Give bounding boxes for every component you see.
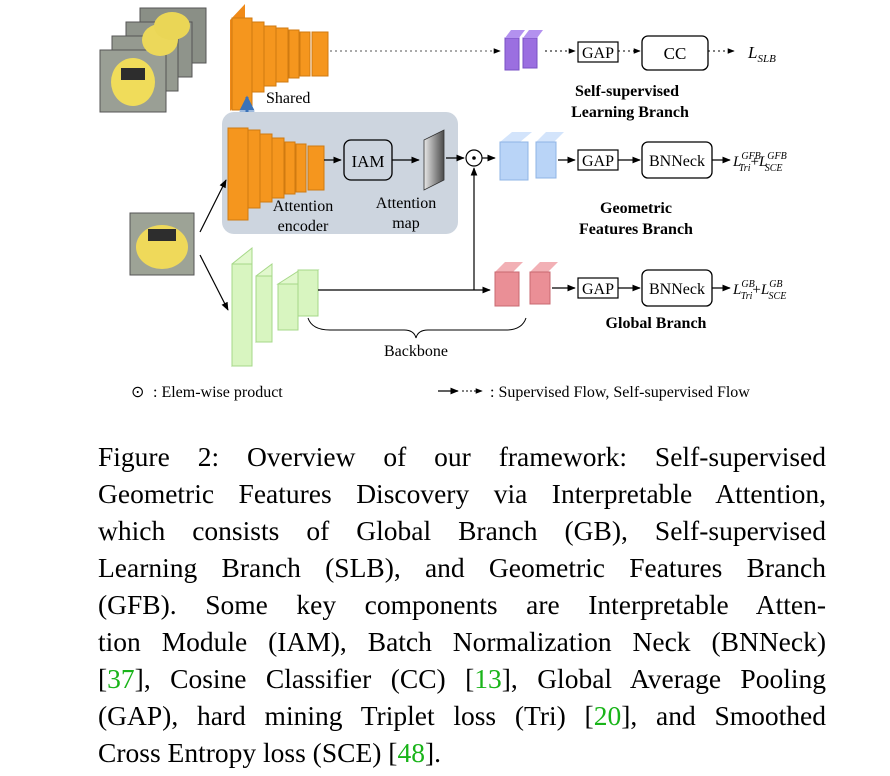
gb-feature-block bbox=[494, 262, 558, 307]
attention-map-label-1: Attention bbox=[376, 195, 436, 212]
caption-line: Figure 2: Overview of our framework: Sel… bbox=[98, 441, 826, 472]
gap-label-gfb: GAP bbox=[582, 153, 614, 170]
gap-label-slb: GAP bbox=[582, 45, 614, 62]
citation-link[interactable]: 48 bbox=[397, 737, 425, 768]
iam-label: IAM bbox=[351, 152, 384, 171]
input-image bbox=[129, 212, 195, 276]
slb-title-2: Learning Branch bbox=[571, 104, 689, 121]
citation-link[interactable]: 37 bbox=[107, 663, 135, 694]
citation-link[interactable]: 20 bbox=[593, 700, 622, 731]
backbone-label: Backbone bbox=[384, 343, 448, 360]
caption-line: tion Module (IAM), Batch Normalization N… bbox=[98, 626, 826, 657]
gap-box-slb bbox=[577, 41, 619, 63]
attention-encoder-label-2: encoder bbox=[278, 218, 329, 235]
caption-line: (GAP), hard mining Triplet loss (Tri) [2… bbox=[98, 700, 826, 731]
slb-loss: LSLB bbox=[747, 43, 776, 65]
cc-label: CC bbox=[664, 44, 687, 63]
cc-box bbox=[641, 35, 709, 71]
caption-line: [37], Cosine Classifier (CC) [13], Globa… bbox=[98, 663, 827, 694]
figure-caption: Figure 2: Overview of our framework: Sel… bbox=[98, 438, 826, 771]
attention-map-label-2: map bbox=[392, 215, 420, 232]
caption-line: (GFB). Some key components are Interpret… bbox=[98, 589, 826, 620]
caption-line: Learning Branch (SLB), and Geometric Fea… bbox=[98, 552, 826, 583]
legend-product-text: : Elem-wise product bbox=[153, 384, 283, 401]
legend-flow-text: : Supervised Flow, Self-supervised Flow bbox=[490, 384, 750, 401]
legend-product-symbol: ⊙ bbox=[131, 384, 144, 401]
framework-diagram: Shared Attention encoder IAM Attention m… bbox=[99, 4, 787, 401]
gfb-title-2: Features Branch bbox=[579, 221, 693, 238]
gfb-feature-block bbox=[499, 132, 564, 181]
attention-map-block bbox=[423, 129, 445, 191]
backbone-brace bbox=[307, 317, 527, 339]
gb-title: Global Branch bbox=[606, 315, 707, 332]
bnneck-label-gb: BNNeck bbox=[649, 281, 705, 298]
caption-line: Geometric Features Discovery via Interpr… bbox=[98, 478, 826, 509]
attention-encoder bbox=[227, 127, 325, 221]
shared-label: Shared bbox=[266, 90, 310, 107]
augmented-input-images bbox=[99, 7, 207, 113]
citation-link[interactable]: 13 bbox=[474, 663, 502, 694]
gap-label-gb: GAP bbox=[582, 281, 614, 298]
slb-title-1: Self-supervised bbox=[575, 83, 679, 100]
gfb-title-1: Geometric bbox=[600, 200, 672, 217]
caption-line: Cross Entropy loss (SCE) [48]. bbox=[98, 737, 441, 768]
shared-encoder-top bbox=[230, 4, 329, 111]
backbone-block bbox=[231, 246, 320, 368]
caption-line: which consists of Global Branch (GB), Se… bbox=[98, 515, 826, 546]
slb-feature-block bbox=[504, 30, 543, 71]
attention-encoder-label-1: Attention bbox=[273, 198, 333, 215]
bnneck-label-gfb: BNNeck bbox=[649, 153, 705, 170]
